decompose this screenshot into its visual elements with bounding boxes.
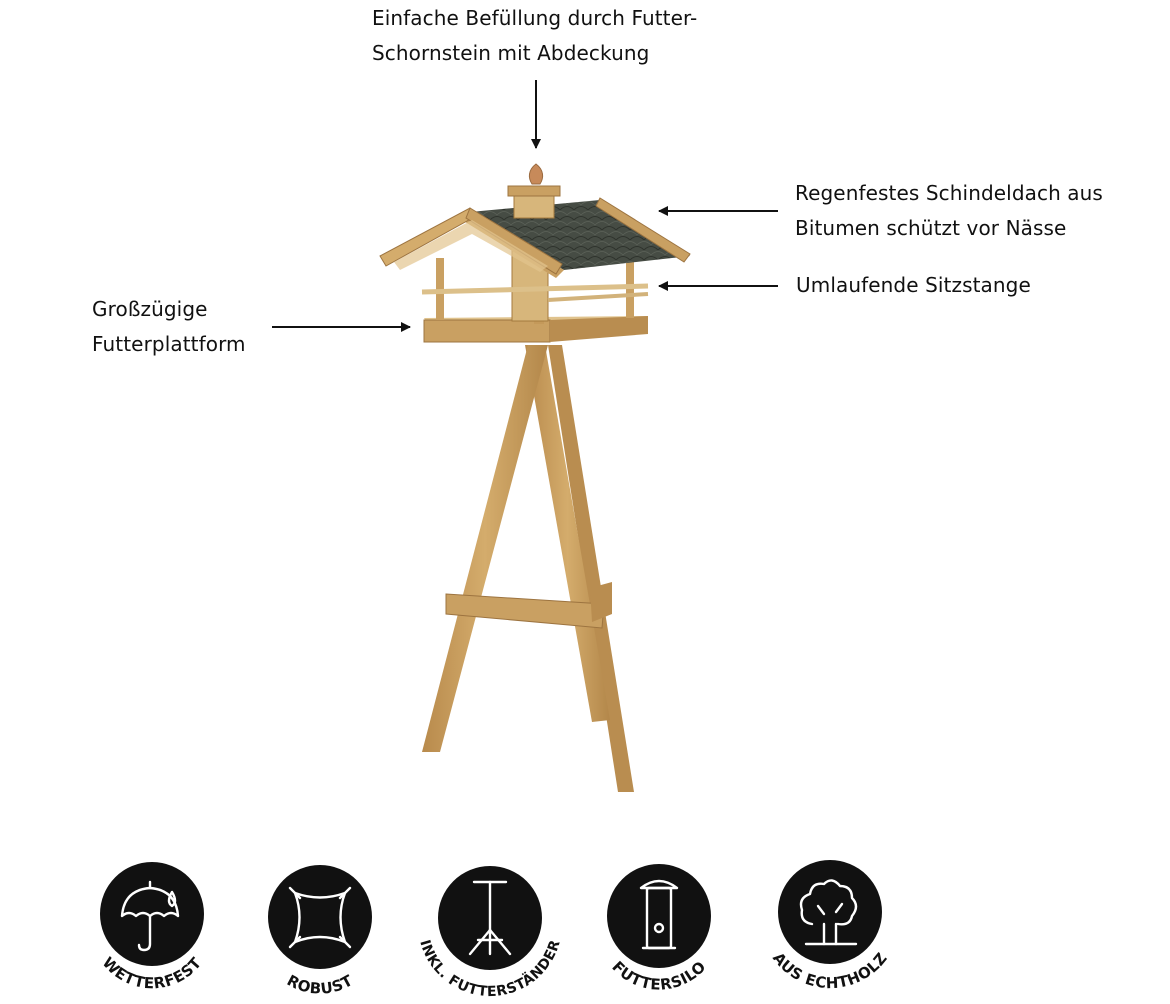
feeder-cross-brace: [445, 593, 605, 629]
feeder-platform-front: [423, 319, 551, 343]
feature-wetterfest: WETTERFEST: [99, 862, 205, 992]
annotation-roof-line1: Regenfestes Schindeldach aus: [795, 181, 1103, 205]
feature-badge-circle: [268, 865, 372, 969]
feature-badges: WETTERFEST ROBUST: [99, 860, 890, 1000]
annotation-chimney-line1: Einfache Befüllung durch Futter-: [372, 6, 698, 30]
feeder-back-leg: [548, 345, 634, 792]
feed-silo-icon: [639, 879, 679, 950]
annotation-perch: Umlaufende Sitzstange: [796, 268, 1031, 303]
feeder-left-leg: [422, 345, 548, 752]
feeder-perch-rod: [547, 292, 649, 302]
feeder-right-leg: [525, 345, 610, 722]
annotation-perch-line1: Umlaufende Sitzstange: [796, 273, 1031, 297]
feeder-chimney-cap: [507, 185, 561, 197]
feature-badge-circle: [607, 864, 711, 968]
feeder-roof-gable-right: [465, 207, 563, 275]
feature-badge-circle: [778, 860, 882, 964]
robust-square-icon: [288, 886, 352, 949]
feature-label: ROBUST: [284, 971, 356, 998]
annotation-platform-line1: Großzügige: [92, 297, 208, 321]
feeder-stand-icon: [468, 880, 512, 956]
bird-feeder: [379, 163, 691, 792]
feeder-roof-back-edge: [595, 197, 691, 263]
feeder-brace-block: [590, 582, 612, 622]
feeder-chimney: [513, 195, 555, 219]
annotation-platform: Großzügige Futterplattform: [92, 292, 246, 362]
feeder-chimney-knob: [528, 163, 544, 185]
umbrella-rain-icon: [120, 880, 180, 952]
annotation-platform-line2: Futterplattform: [92, 332, 246, 356]
annotation-chimney: Einfache Befüllung durch Futter- Schorns…: [372, 1, 697, 71]
feeder-roof-gable-fill: [394, 220, 548, 272]
feature-futterstaender: INKL. FUTTERSTÄNDER: [416, 866, 563, 1000]
annotation-roof: Regenfestes Schindeldach aus Bitumen sch…: [795, 176, 1103, 246]
feature-echtholz: AUS ECHTHOLZ: [769, 860, 890, 992]
feeder-platform-side: [550, 316, 648, 342]
tree-icon: [799, 879, 858, 946]
annotation-chimney-line2: Schornstein mit Abdeckung: [372, 41, 650, 65]
annotation-roof-line2: Bitumen schützt vor Nässe: [795, 216, 1067, 240]
feature-futtersilo: FUTTERSILO: [607, 864, 711, 994]
feature-robust: ROBUST: [268, 865, 372, 998]
feeder-post: [436, 258, 444, 320]
feeder-perch-rod: [421, 283, 649, 295]
